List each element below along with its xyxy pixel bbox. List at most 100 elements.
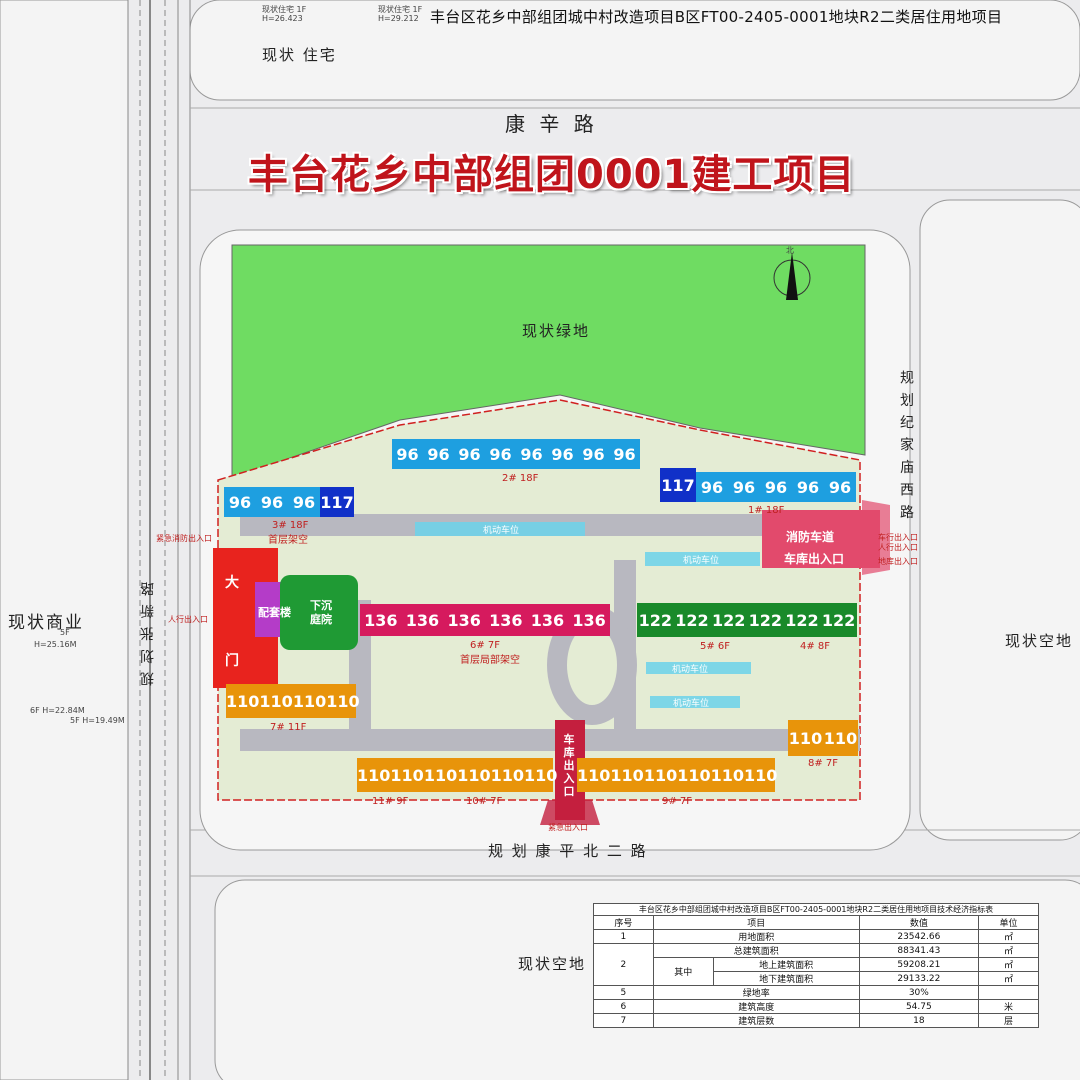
unit-96: 96 [582,444,605,464]
building-9-units[interactable]: 110 110 110 110 110 110 [577,758,777,792]
table-title: 丰台区花乡中部组团城中村改造项目B区FT00-2405-0001地块R2二类居住… [593,903,1039,916]
unit-96: 96 [732,477,756,497]
table-row: 5 绿地率 30% [593,985,1039,1000]
north-arrow-label: 北 [786,246,794,255]
unit-96: 96 [458,444,481,464]
unit-110: 110 [788,728,823,748]
unit-96: 96 [551,444,574,464]
parking-lot-label: 机动车位 [683,556,720,566]
entrance-note: 紧急出入口 [548,823,588,832]
unit-122: 122 [711,610,746,630]
unit-96: 96 [292,492,316,512]
building-2-label: 2# 18F [502,473,539,484]
unit-96: 96 [396,444,419,464]
unit-136: 136 [447,610,481,630]
gate-char: 门 [225,653,239,669]
building-2-units[interactable]: 96 96 96 96 96 96 96 96 [392,439,640,469]
unit-110: 110 [577,765,611,785]
building-6-note: 首层局部架空 [460,655,520,666]
unit-110: 110 [292,691,327,711]
east-entrance-zone[interactable] [762,510,880,568]
commercial-height: H=25.16M [34,640,77,649]
south-road-label: 规 划 康 平 北 二 路 [488,842,648,860]
garage-entrance-south-label: 车 库 出 入 口 [563,733,575,798]
building-1-label: 1# 18F [748,505,785,516]
table-row: 6 建筑高度 54.75 米 [593,999,1039,1014]
unit-110: 110 [326,691,360,711]
unit-96: 96 [228,492,252,512]
building-11-label: 11# 9F [372,796,409,807]
unit-136: 136 [364,610,398,630]
unit-136: 136 [530,610,565,630]
garage-entrance-east-label: 车库出入口 [784,552,845,566]
west-road-label: 规 划 张 新 路 [140,580,156,686]
table-header-row: 序号 项目 数值 单位 [593,915,1039,930]
main-title: 丰台花乡中部组团0001建工项目 [248,152,856,198]
unit-96: 96 [489,444,512,464]
commercial-label: 现状商业 [8,613,84,633]
unit-96: 96 [828,477,852,497]
commercial-floors: 5F [60,628,70,637]
building-7-units[interactable]: 110 110 110 110 [226,684,360,718]
unit-110: 110 [490,765,525,785]
unit-96: 96 [427,444,450,464]
unit-96: 96 [796,477,820,497]
east-road-label: 规 划 纪 家 庙 西 路 [898,370,914,521]
support-building-label: 配套楼 [258,606,291,619]
unit-122: 122 [675,610,709,630]
courtyard-label: 下沉 [310,599,332,612]
parking-lot[interactable] [645,552,760,566]
north-road-label: 康 辛 路 [505,112,598,136]
building-6-units[interactable]: 136 136 136 136 136 136 [360,604,610,636]
unit-96: 96 [764,477,788,497]
unit-122: 122 [638,610,673,630]
sunken-courtyard[interactable] [280,575,358,650]
table-row: 1 用地面积 23542.66 ㎡ [593,929,1039,944]
west-small-note: 5F H=19.49M [70,716,125,725]
parking-lot[interactable] [415,522,585,536]
building-9-label: 9# 7F [662,796,693,807]
building-5-label: 5# 6F [700,641,731,652]
entrance-note: 紧急消防出入口 [156,534,212,543]
building-11-10-units[interactable]: 110 110 110 110 110 110 [357,758,557,792]
building-8-units[interactable]: 110 110 [788,720,858,756]
building-1-units[interactable]: 96 96 96 96 96 [696,472,856,502]
unit-110: 110 [259,691,293,711]
building-3-unit-117[interactable]: 117 [320,487,354,517]
unit-110: 110 [610,765,644,785]
table-row: 2 总建筑面积 88341.43 ㎡ [593,943,1039,986]
building-8-label: 8# 7F [808,758,839,769]
parking-lot[interactable] [650,696,740,708]
building-4-label: 4# 8F [800,641,831,652]
unit-136: 136 [489,610,523,630]
corner-note: H=26.423 [262,14,303,23]
table-row: 7 建筑层数 18 层 [593,1013,1039,1028]
corner-note: 现状住宅 1F [378,5,423,14]
project-title: 丰台区花乡中部组团城中村改造项目B区FT00-2405-0001地块R2二类居住… [430,8,1003,26]
parking-lot[interactable] [646,662,751,674]
east-vacant-label: 现状空地 [1005,632,1074,650]
building-7-label: 7# 11F [270,722,307,733]
gate-char: 大 [225,575,239,591]
unit-136: 136 [572,610,606,630]
corner-note: 现状住宅 1F [262,5,307,14]
unit-122: 122 [821,610,856,630]
building-1-unit-117[interactable]: 117 [660,468,696,502]
unit-96: 96 [520,444,543,464]
green-area-label: 现状绿地 [522,322,591,340]
courtyard-label: 庭院 [310,613,332,626]
table-row: 其中 地上建筑面积 59208.21 ㎡ [594,957,1039,986]
unit-110: 110 [226,691,260,711]
entrance-note: 地库出入口 [878,557,918,566]
unit-122: 122 [748,610,782,630]
unit-110: 110 [823,728,858,748]
parking-lot-label: 机动车位 [673,699,710,709]
north-arrow-icon [773,252,811,300]
building-10-label: 10# 7F [466,796,503,807]
unit-96: 96 [260,492,284,512]
entrance-note: 人行出入口 [168,615,208,624]
building-3-units[interactable]: 96 96 96 [224,487,320,517]
building-5-4-units[interactable]: 122 122 122 122 122 122 [637,603,857,637]
east-block [919,199,1080,841]
